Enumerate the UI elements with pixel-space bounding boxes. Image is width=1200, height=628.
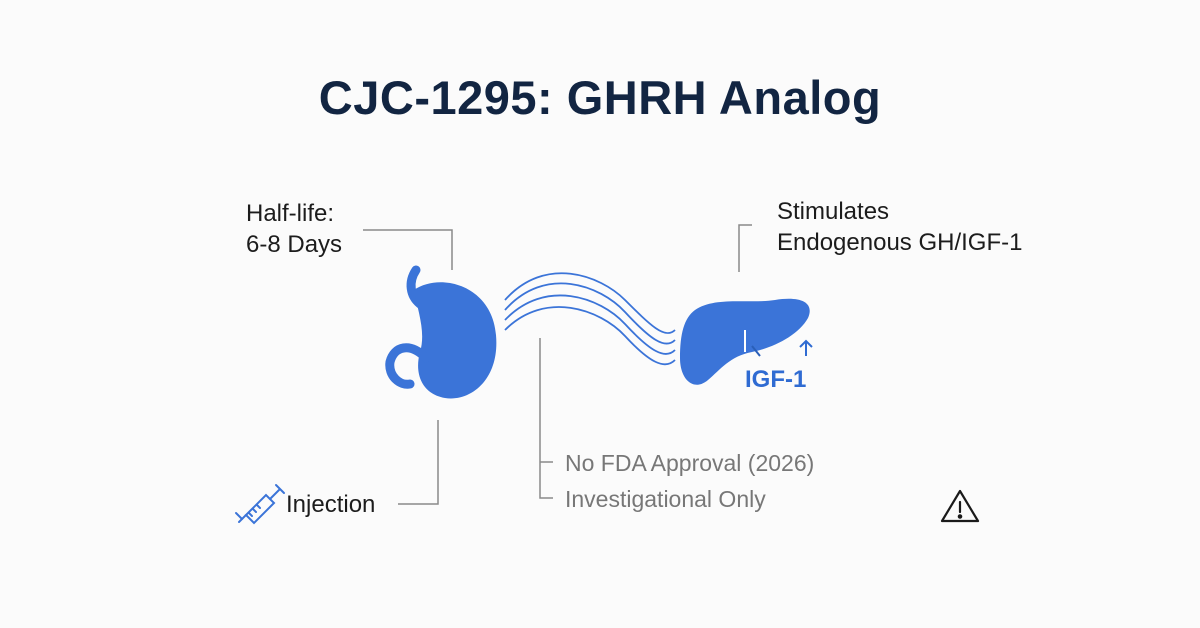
syringe-icon	[235, 484, 285, 525]
half-life-line2: 6-8 Days	[246, 231, 343, 258]
injection-connector	[398, 420, 439, 505]
liver-icon	[680, 298, 810, 385]
igf-label: IGF-1	[745, 366, 807, 393]
regulatory-connector	[539, 338, 553, 499]
stimulates-label: Stimulates Endogenous GH/IGF-1	[777, 196, 1022, 258]
regulatory-line2: Investigational Only	[565, 486, 766, 512]
injection-label: Injection	[286, 491, 376, 518]
stomach-icon	[385, 265, 497, 399]
stimulates-line2: Endogenous GH/IGF-1	[777, 229, 1023, 256]
page-title: CJC-1295: GHRH Analog	[318, 71, 882, 124]
up-arrow-icon	[799, 339, 813, 356]
regulatory-line1: No FDA Approval (2026)	[565, 450, 815, 476]
signal-waves-icon	[504, 272, 676, 366]
half-life-connector	[363, 229, 453, 270]
half-life-line1: Half-life:	[246, 200, 335, 227]
stimulates-connector	[738, 224, 752, 272]
half-life-label: Half-life: 6-8 Days	[246, 198, 342, 260]
warning-icon	[940, 489, 980, 523]
stimulates-line1: Stimulates	[777, 198, 890, 225]
